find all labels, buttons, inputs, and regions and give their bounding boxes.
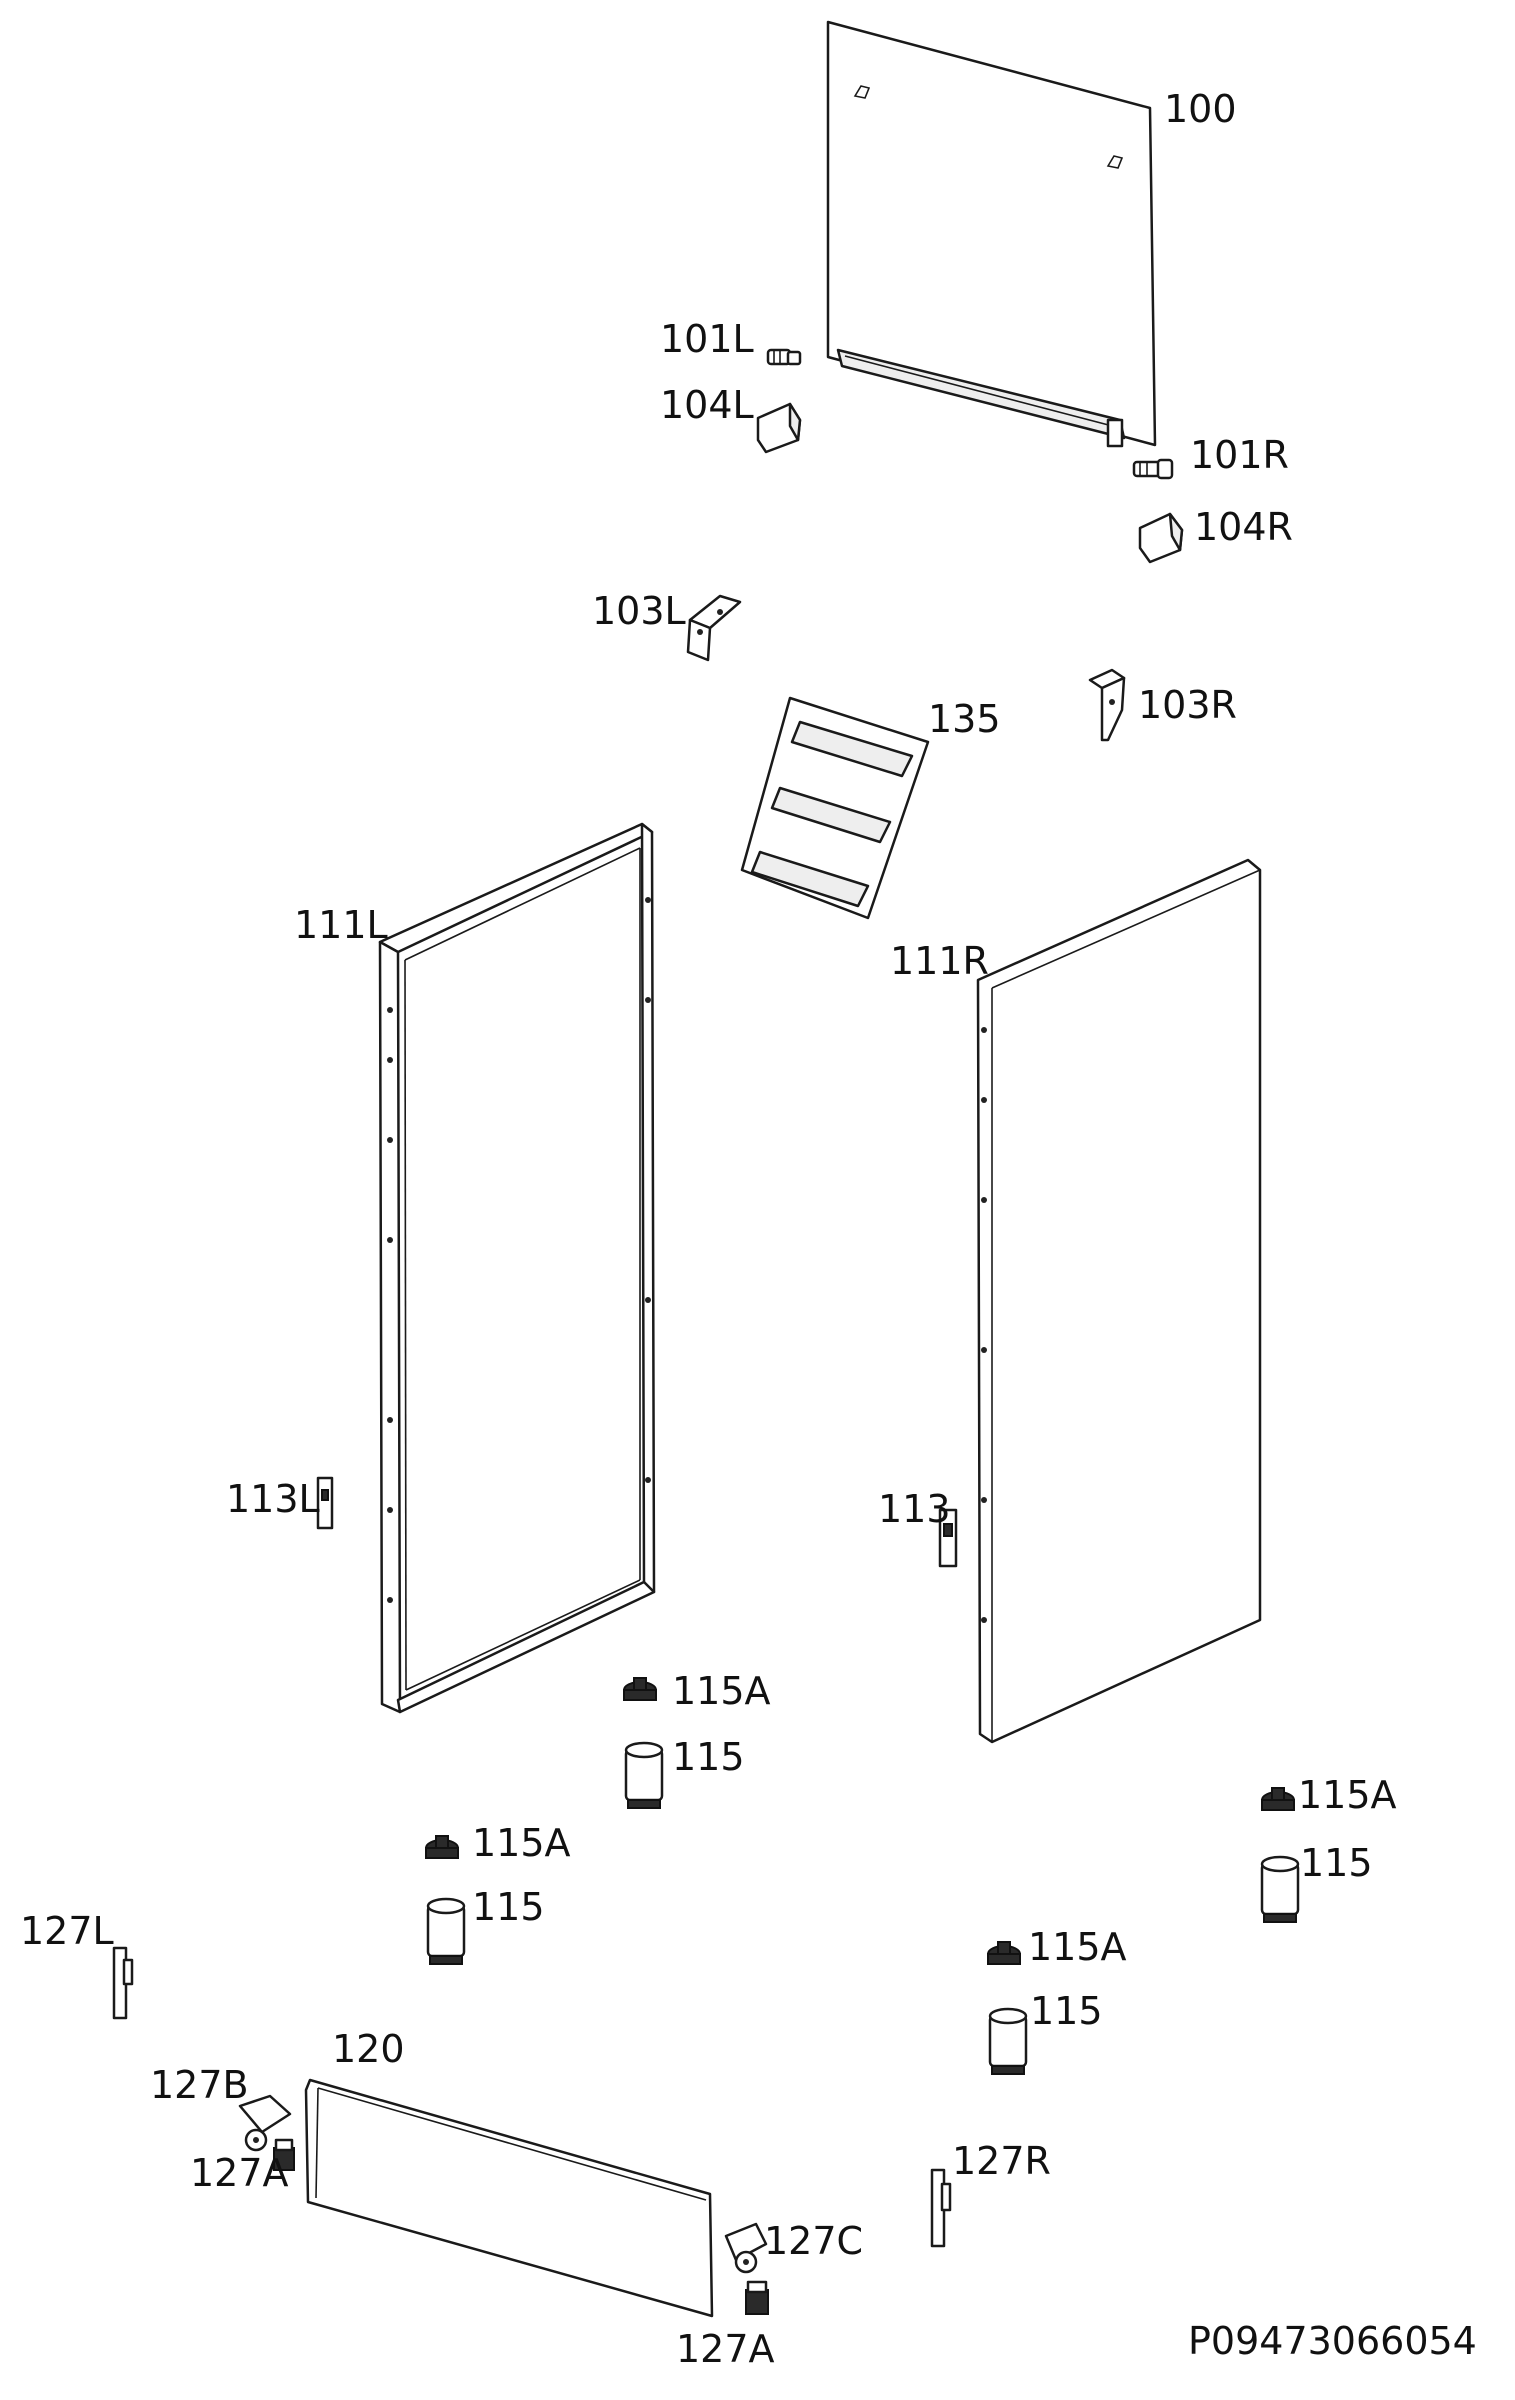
label-103L: 103L (592, 589, 686, 633)
label-120: 120 (332, 2027, 405, 2071)
label-115-2: 115 (472, 1885, 545, 1929)
part-115A-cap-3 (1261, 1787, 1295, 1811)
label-104R: 104R (1194, 505, 1293, 549)
label-115A-2: 115A (472, 1821, 571, 1865)
part-115-foot-2 (426, 1897, 466, 1965)
label-101L: 101L (660, 317, 754, 361)
part-115A-cap-1 (623, 1677, 657, 1701)
label-115A-1: 115A (672, 1669, 771, 1713)
part-111L-frame (378, 822, 656, 1714)
label-127A-2: 127A (676, 2327, 775, 2371)
label-101R: 101R (1190, 433, 1289, 477)
diagram-id: P09473066054 (1188, 2319, 1477, 2363)
part-115-foot-3 (1260, 1855, 1300, 1923)
part-127A-block-1 (273, 2138, 295, 2171)
part-127C-bracket (724, 2222, 768, 2274)
part-127A-block-2 (745, 2280, 769, 2315)
label-127B: 127B (150, 2063, 249, 2107)
part-135-rack (740, 696, 930, 920)
part-101L-screw (766, 348, 802, 366)
part-120-kick-plate (304, 2078, 714, 2318)
label-115-1: 115 (672, 1735, 745, 1779)
label-111R: 111R (890, 939, 989, 983)
label-115-3: 115 (1300, 1841, 1373, 1885)
label-103R: 103R (1138, 683, 1237, 727)
label-115A-4: 115A (1028, 1925, 1127, 1969)
part-101R-screw (1132, 458, 1174, 480)
part-104R-hinge-block (1138, 512, 1184, 564)
part-115A-cap-4 (987, 1941, 1021, 1965)
label-127A-1: 127A (190, 2151, 289, 2195)
part-115-foot-1 (624, 1741, 664, 1809)
part-103L-bracket (686, 594, 742, 662)
label-127L: 127L (20, 1909, 114, 1953)
label-104L: 104L (660, 383, 754, 427)
part-113-latch (938, 1508, 958, 1568)
label-111L: 111L (294, 903, 388, 947)
label-135: 135 (928, 697, 1001, 741)
label-113L: 113L (226, 1477, 320, 1521)
label-115-4: 115 (1030, 1989, 1103, 2033)
part-115-foot-4 (988, 2007, 1028, 2075)
label-127R: 127R (952, 2139, 1051, 2183)
label-100: 100 (1164, 87, 1237, 131)
part-115A-cap-2 (425, 1835, 459, 1859)
label-127C: 127C (764, 2219, 863, 2263)
part-104L-hinge-block (756, 402, 802, 454)
part-127R-clip (930, 2168, 952, 2248)
part-100-glass-panel (826, 20, 1157, 448)
label-115A-3: 115A (1298, 1773, 1397, 1817)
part-127L-clip (112, 1946, 134, 2020)
label-113: 113 (878, 1487, 951, 1531)
part-127B-bracket (238, 2094, 292, 2152)
part-113L-latch (316, 1476, 334, 1530)
part-111R-side-panel (976, 858, 1262, 1744)
part-103R-bracket (1088, 668, 1126, 742)
